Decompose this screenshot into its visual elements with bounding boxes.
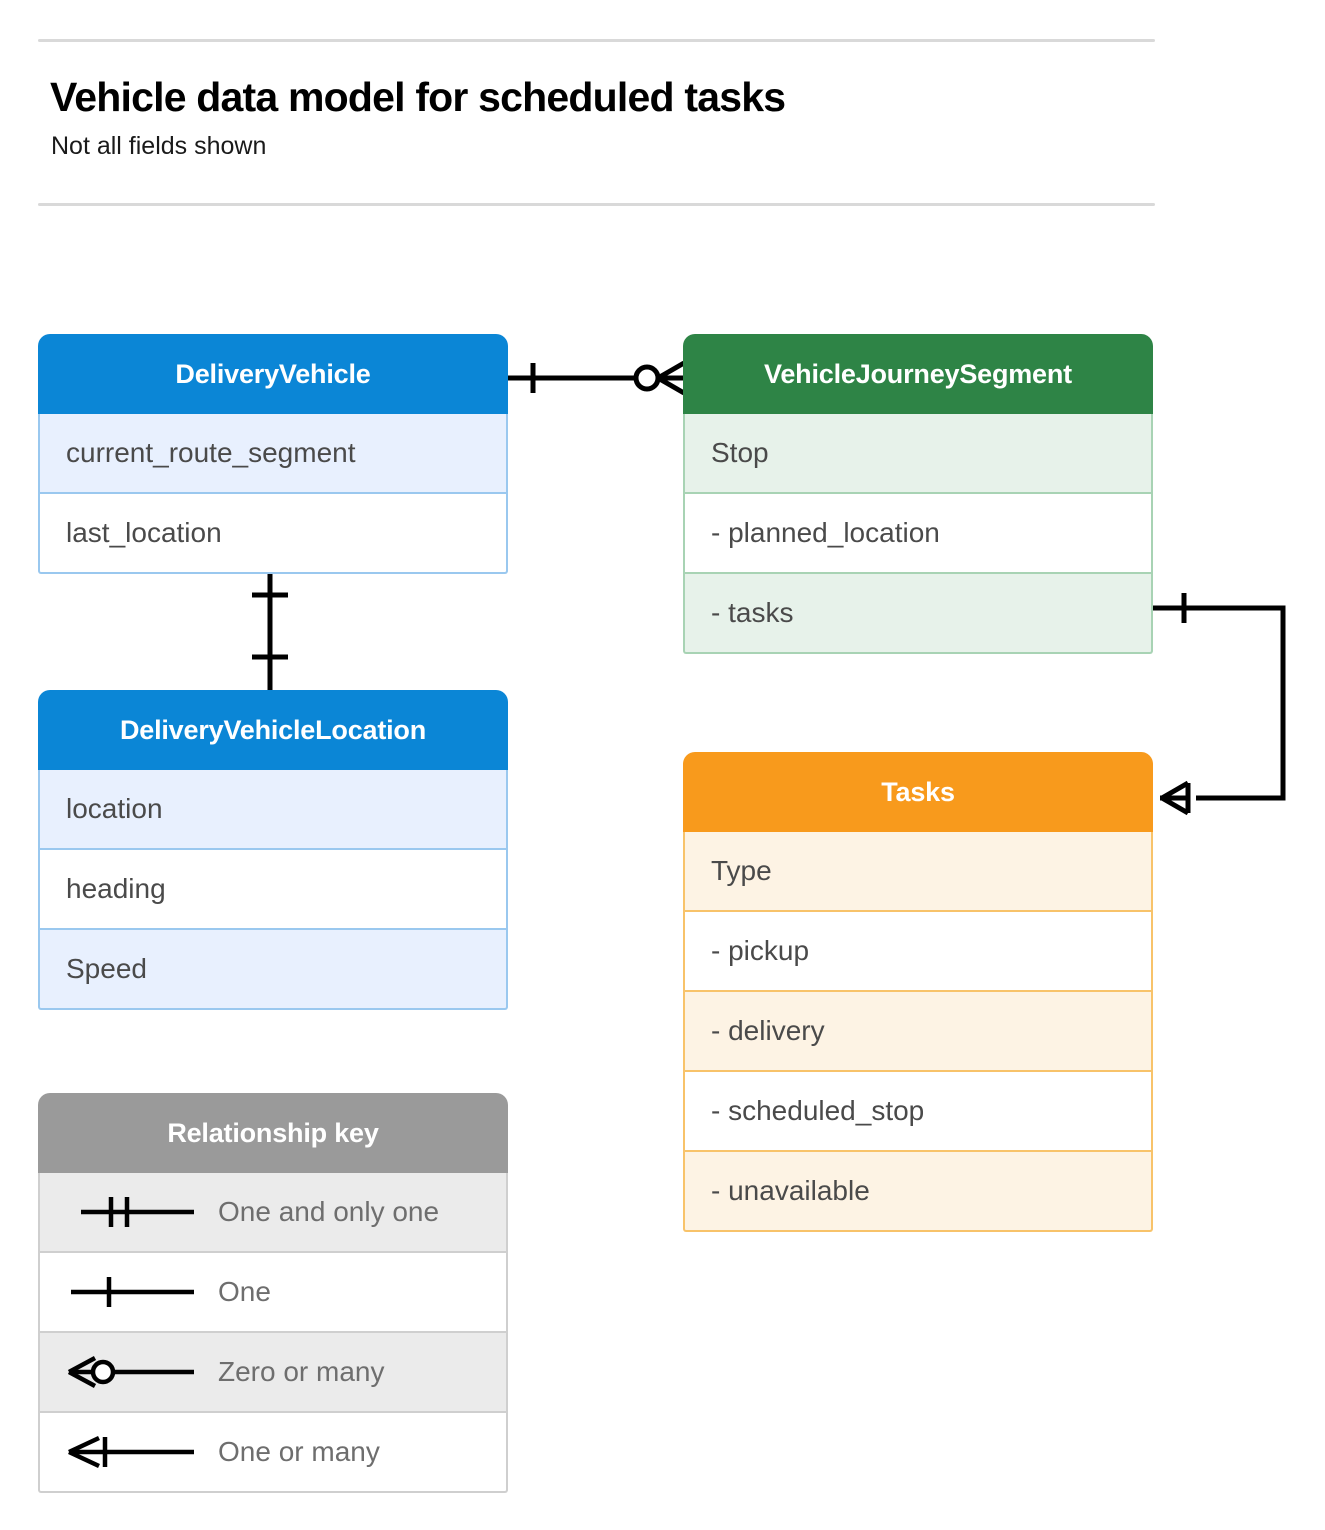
entity-tasks[interactable]: Tasks Type - pickup - delivery - schedul… [683, 752, 1153, 1232]
connector-journeysegment-to-tasks [1152, 593, 1286, 816]
entity-field-row[interactable]: - scheduled_stop [683, 1072, 1153, 1152]
entity-field-row[interactable]: - planned_location [683, 494, 1153, 574]
entity-field-row[interactable]: - tasks [683, 574, 1153, 654]
page-subtitle: Not all fields shown [51, 132, 267, 160]
header-divider-bottom [38, 203, 1155, 206]
entity-vehicle-journey-segment[interactable]: VehicleJourneySegment Stop - planned_loc… [683, 334, 1153, 654]
legend-item-label: One and only one [218, 1196, 440, 1227]
relationship-key-legend: Relationship key One and only one One [38, 1093, 508, 1493]
entity-delivery-vehicle[interactable]: DeliveryVehicle current_route_segment la… [38, 334, 508, 574]
one-or-many-icon [40, 1432, 218, 1472]
page-title: Vehicle data model for scheduled tasks [50, 74, 786, 120]
entity-field-row[interactable]: - delivery [683, 992, 1153, 1072]
entity-field-row[interactable]: Speed [38, 930, 508, 1010]
entity-field-row[interactable]: heading [38, 850, 508, 930]
legend-item-one-and-only-one: One and only one [38, 1173, 508, 1253]
entity-field-row[interactable]: Stop [683, 414, 1153, 494]
entity-field-row[interactable]: location [38, 770, 508, 850]
legend-item-one-or-many: One or many [38, 1413, 508, 1493]
connector-vehicle-to-vehiclelocation [252, 570, 288, 690]
entity-tasks-title: Tasks [683, 752, 1153, 832]
legend-item-label: One or many [218, 1436, 380, 1467]
entity-field-row[interactable]: last_location [38, 494, 508, 574]
legend-item-label: Zero or many [218, 1356, 385, 1387]
entity-field-row[interactable]: current_route_segment [38, 414, 508, 494]
entity-delivery-vehicle-location[interactable]: DeliveryVehicleLocation location heading… [38, 690, 508, 1010]
connector-vehicle-to-journeysegment [508, 360, 686, 396]
legend-item-one: One [38, 1253, 508, 1333]
entity-field-row[interactable]: - unavailable [683, 1152, 1153, 1232]
entity-vehicle-journey-segment-title: VehicleJourneySegment [683, 334, 1153, 414]
entity-delivery-vehicle-title: DeliveryVehicle [38, 334, 508, 414]
entity-delivery-vehicle-location-title: DeliveryVehicleLocation [38, 690, 508, 770]
legend-item-zero-or-many: Zero or many [38, 1333, 508, 1413]
header-divider-top [38, 39, 1155, 42]
one-and-only-one-icon [40, 1192, 218, 1232]
legend-item-label: One [218, 1276, 271, 1307]
entity-field-row[interactable]: Type [683, 832, 1153, 912]
one-icon [40, 1272, 218, 1312]
zero-or-many-icon [40, 1352, 218, 1392]
relationship-key-title: Relationship key [38, 1093, 508, 1173]
entity-field-row[interactable]: - pickup [683, 912, 1153, 992]
